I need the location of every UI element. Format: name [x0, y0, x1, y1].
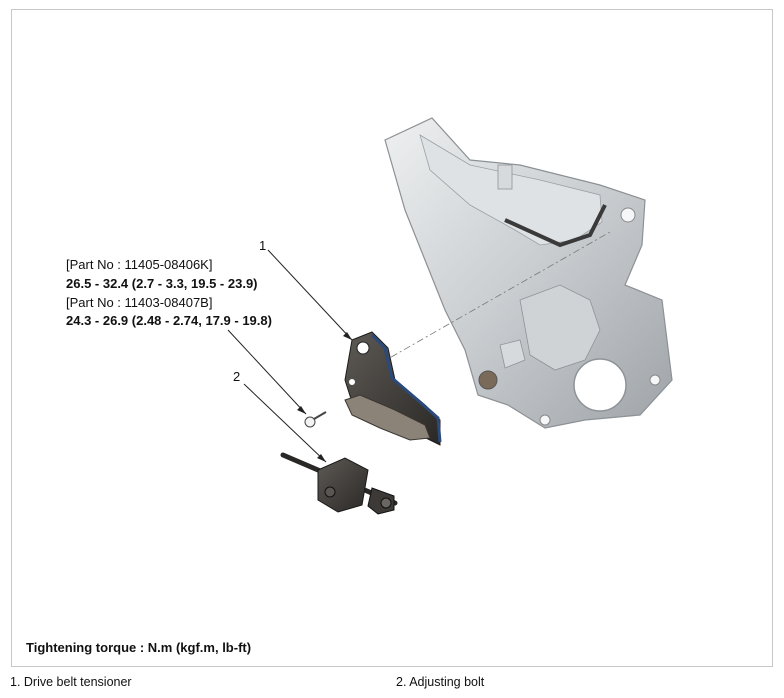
torque-units-note: Tightening torque : N.m (kgf.m, lb-ft): [26, 640, 252, 655]
legend-item-drive-belt-tensioner: 1. Drive belt tensioner: [10, 675, 132, 689]
part-no-2: [Part No : 11403-08407B]: [66, 295, 213, 310]
part-no-1: [Part No : 11405-08406K]: [66, 257, 213, 272]
timing-chain-cover: [384, 117, 673, 429]
legend-item-adjusting-bolt: 2. Adjusting bolt: [396, 675, 485, 689]
adjusting-bolt: [280, 452, 398, 515]
callout-number-2: 2: [233, 369, 241, 384]
drive-belt-tensioner: [344, 331, 442, 446]
leader-lines: [227, 249, 353, 463]
torque-spec-2: 24.3 - 26.9 (2.48 - 2.74, 17.9 - 19.8): [66, 313, 272, 328]
torque-spec-1: 26.5 - 32.4 (2.7 - 3.3, 19.5 - 23.9): [66, 276, 258, 291]
alignment-line: [364, 231, 611, 373]
tensioner-bolt: [304, 411, 327, 428]
callout-number-1: 1: [259, 238, 267, 253]
